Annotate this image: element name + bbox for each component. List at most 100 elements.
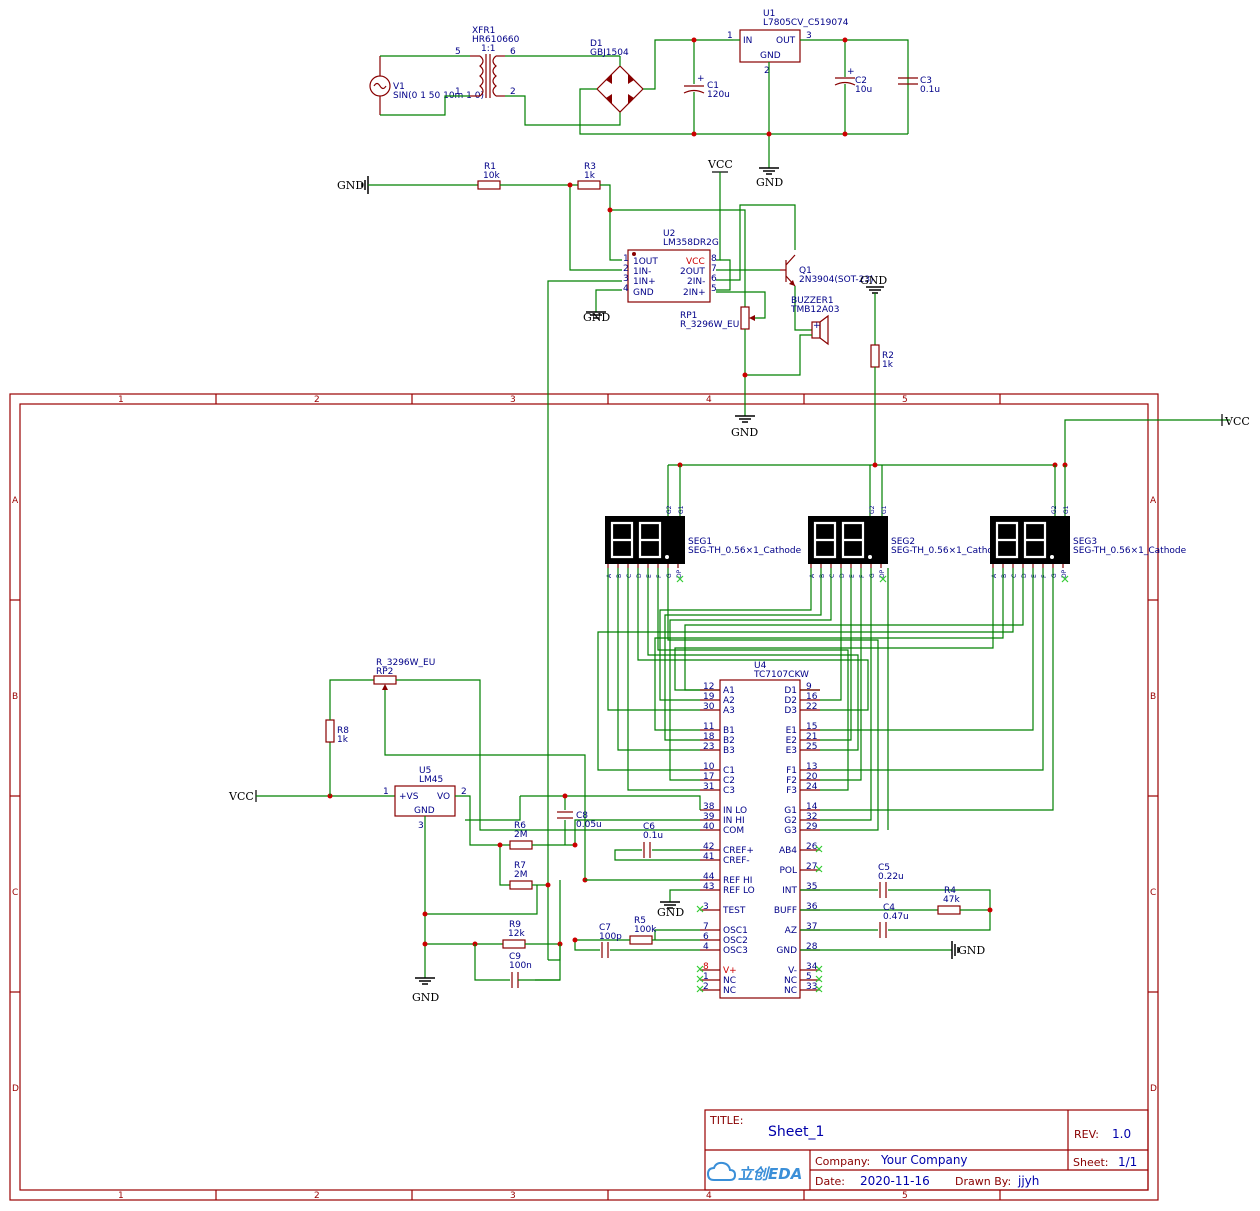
u4-pinnum-27: 27 [806, 862, 817, 872]
u4-pinnum-34: 34 [806, 962, 818, 972]
buzzer1-plus: + [813, 321, 821, 331]
u4-pin-d3: D3 [784, 706, 797, 716]
c7-value: 100p [599, 932, 622, 942]
u2-pinnum-4: 4 [623, 284, 629, 294]
u4-pin-v-: V+ [723, 966, 737, 976]
r1-ref: R1 [484, 162, 496, 172]
buzzer1-ref: BUZZER1 [791, 296, 834, 306]
frame-col-5-bottom: 5 [902, 1191, 908, 1201]
seg2-pin-e: E [849, 574, 856, 578]
r5-value: 100k [634, 925, 657, 935]
company-label: Company: [815, 1155, 870, 1168]
u4-pinnum-33: 33 [806, 982, 817, 992]
u2-pin-2out: 2OUT [680, 267, 705, 277]
u4-pinnum-7: 7 [703, 922, 709, 932]
u4-pinnum-5: 5 [806, 972, 812, 982]
vcc-label-right: VCC [1224, 415, 1250, 428]
seg3-pin-d: D [1021, 573, 1028, 578]
u4-pin-com: COM [723, 826, 744, 836]
sensor-section: VCC R8 1k R_3296W_EU RP2 U5 LM45 +VS VO … [228, 658, 701, 1004]
date-label: Date: [815, 1175, 845, 1188]
seg3-pin-f: F [1041, 574, 1048, 578]
u4-pinnum-26: 26 [806, 842, 818, 852]
vcc-label-u5: VCC [228, 790, 254, 803]
u4-pinnum-25: 25 [806, 742, 817, 752]
v1-ref: V1 [393, 82, 405, 92]
gnd-symbol-icon [759, 167, 779, 175]
u4-pinnum-28: 28 [806, 942, 818, 952]
u4-pin-c3: C3 [723, 786, 735, 796]
u4-pinnum-12: 12 [703, 682, 714, 692]
u4-pin-e3: E3 [786, 746, 797, 756]
frame-row-b-left: B [12, 692, 18, 702]
seg2-pin-b: B [819, 574, 826, 578]
seg1-pin-a: A [606, 573, 613, 578]
u1-pin1: 1 [727, 31, 733, 41]
sheet-value: 1/1 [1118, 1155, 1137, 1169]
u4-pin-a1: A1 [723, 686, 735, 696]
logo-text: 立创EDA [738, 1165, 802, 1183]
u4-pinnum-24: 24 [806, 782, 818, 792]
u4-pin-ab4: AB4 [779, 846, 797, 856]
u4-pinnum-14: 14 [806, 802, 818, 812]
seg-wires [597, 568, 1054, 831]
frame-col-3-top: 3 [510, 395, 516, 405]
c3-value: 0.1u [920, 85, 940, 95]
u2-pin-2in-plus: 2IN+ [683, 288, 706, 298]
r2-ref: R2 [882, 351, 894, 361]
c3-ref: C3 [920, 76, 932, 86]
u2-pin-1in-minus: 1IN- [633, 267, 651, 277]
u4-pinnum-4: 4 [703, 942, 709, 952]
u5-sensor-body [394, 785, 456, 817]
c1-ref: C1 [707, 81, 719, 91]
rp1-value: R_3296W_EU [680, 320, 739, 330]
seg3-top-pin-g1: G1 [1063, 505, 1070, 514]
u4-pinnum-42: 42 [703, 842, 714, 852]
seg2-value: SEG-TH_0.56×1_Cathode [891, 546, 1005, 556]
title-value: Sheet_1 [768, 1124, 824, 1140]
seg3-pin-dp: DP [1061, 569, 1068, 578]
xfr1-pin5: 5 [455, 47, 461, 57]
u2-pinnum-6: 6 [711, 274, 717, 284]
u4-pin-nc: NC [723, 986, 736, 996]
u4-pin-az: AZ [785, 926, 797, 936]
u4-pin-f2: F2 [786, 776, 797, 786]
gnd-label-u4: GND [958, 944, 985, 957]
title-label: TITLE: [709, 1114, 743, 1127]
adc-section: U4 TC7107CKW A112A219A330B111B218B323C11… [572, 575, 1069, 999]
r9-value: 12k [508, 929, 525, 939]
u2-pinnum-1: 1 [623, 254, 629, 264]
u4-pin-d2: D2 [784, 696, 797, 706]
u4-pinnum-38: 38 [703, 802, 715, 812]
q1-value: 2N3904(SOT-23) [799, 275, 874, 285]
frame-row-d-right: D [1150, 1084, 1157, 1094]
u2-pin-1in-plus: 1IN+ [633, 277, 656, 287]
comparator-section: GND R1 10k R3 1k U2 LM358DR2G 1OUT 1IN- … [337, 158, 894, 960]
u4-pinnum-40: 40 [703, 822, 715, 832]
u4-pin-pol: POL [779, 866, 797, 876]
u2-pin-1out: 1OUT [633, 257, 658, 267]
u4-pinnum-30: 30 [703, 702, 715, 712]
seg2-top-pin-g2: G2 [869, 505, 876, 514]
u4-pin-osc3: OSC3 [723, 946, 748, 956]
u4-pinnum-18: 18 [703, 732, 715, 742]
u4-pinnum-11: 11 [703, 722, 714, 732]
rp2-value: R_3296W_EU [376, 658, 435, 668]
u5-pin3: 3 [418, 821, 424, 831]
u5-ref: U5 [419, 766, 431, 776]
u1-pin-out: OUT [776, 36, 796, 46]
u4-pin-osc1: OSC1 [723, 926, 748, 936]
sheet-label: Sheet: [1073, 1156, 1109, 1169]
r3-value: 1k [584, 171, 596, 181]
u1-pin2: 2 [764, 66, 770, 76]
title-block: TITLE: Sheet_1 REV: 1.0 Company: Your Co… [704, 1109, 1149, 1191]
u4-pin-c1: C1 [723, 766, 735, 776]
c5-ref: C5 [878, 863, 890, 873]
u4-pin-test: TEST [722, 906, 746, 916]
c2-value: 10u [855, 85, 872, 95]
u1-pin3: 3 [806, 31, 812, 41]
frame-col-4-top: 4 [706, 395, 712, 405]
c4-ref: C4 [883, 903, 895, 913]
u4-pinnum-17: 17 [703, 772, 714, 782]
